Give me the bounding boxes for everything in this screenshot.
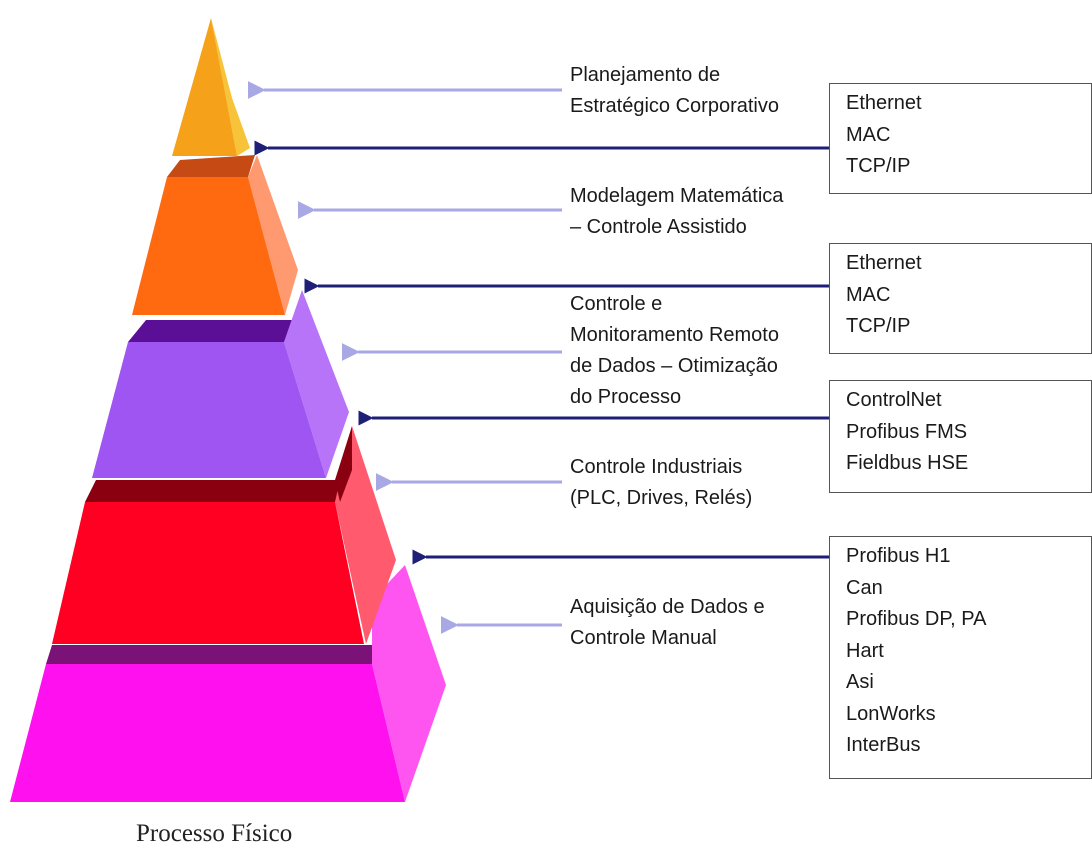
pyramid-level-3 (92, 290, 349, 478)
protocol-box-4: Profibus H1 Can Profibus DP, PA Hart Asi… (829, 536, 1092, 779)
protocol-item: Ethernet (846, 252, 922, 274)
protocol-item: TCP/IP (846, 155, 911, 177)
level-1-label: Planejamento de Estratégico Corporativo (570, 64, 779, 117)
protocol-item: Fieldbus HSE (846, 452, 969, 474)
protocol-box-2: Ethernet MAC TCP/IP (829, 243, 1092, 354)
protocol-item: Profibus H1 (846, 545, 951, 567)
protocol-item: Profibus FMS (846, 420, 968, 443)
level-2-label: Modelagem Matemática – Controle Assistid… (570, 185, 784, 238)
pyramid-level-1 (172, 18, 250, 156)
pyramid-level-4 (52, 426, 396, 644)
level-4-label: Controle Industriais (PLC, Drives, Relés… (570, 456, 753, 509)
level-5-label: Aquisição de Dados e Controle Manual (570, 596, 765, 649)
protocol-item: LonWorks (846, 702, 936, 725)
pyramid-level-2-top (167, 155, 255, 177)
pyramid-level-3-side (284, 290, 349, 478)
pyramid-level-1-side (211, 18, 250, 156)
base-label: Processo Físico (136, 820, 293, 847)
pyramid-level-5-front (10, 664, 405, 802)
pyramid-level-4-side (335, 426, 396, 644)
pyramid-level-5-side (372, 565, 446, 802)
pyramid-level-3-front (92, 342, 326, 478)
protocol-item: MAC (846, 283, 891, 306)
protocol-item: Hart (846, 639, 884, 662)
pyramid-level-1-front (172, 18, 237, 156)
pyramid-level-5 (10, 565, 446, 802)
pyramid-level-4-front (52, 502, 364, 644)
level-3-label: Controle e Monitoramento Remoto de Dados… (570, 293, 779, 408)
pyramid-level-2-side (248, 155, 298, 315)
protocol-box-3: ControlNet Profibus FMS Fieldbus HSE (829, 380, 1092, 493)
protocol-box-1: Ethernet MAC TCP/IP (829, 83, 1092, 194)
protocol-item: Ethernet (846, 92, 922, 114)
pyramid-level-5-top (46, 645, 372, 664)
pyramid-level-4-top-back (335, 426, 352, 502)
pyramid-level-4-top (85, 480, 345, 502)
pyramid-level-3-top (128, 320, 296, 342)
protocol-item: Asi (846, 671, 874, 693)
protocol-item: Profibus DP, PA (846, 608, 987, 630)
pyramid-level-2 (132, 155, 298, 315)
protocol-item: InterBus (846, 734, 921, 756)
pyramid-level-2-front (132, 177, 285, 315)
protocol-item: ControlNet (846, 389, 942, 411)
protocol-item: TCP/IP (846, 315, 911, 337)
protocol-item: MAC (846, 123, 891, 146)
protocol-item: Can (846, 576, 883, 599)
